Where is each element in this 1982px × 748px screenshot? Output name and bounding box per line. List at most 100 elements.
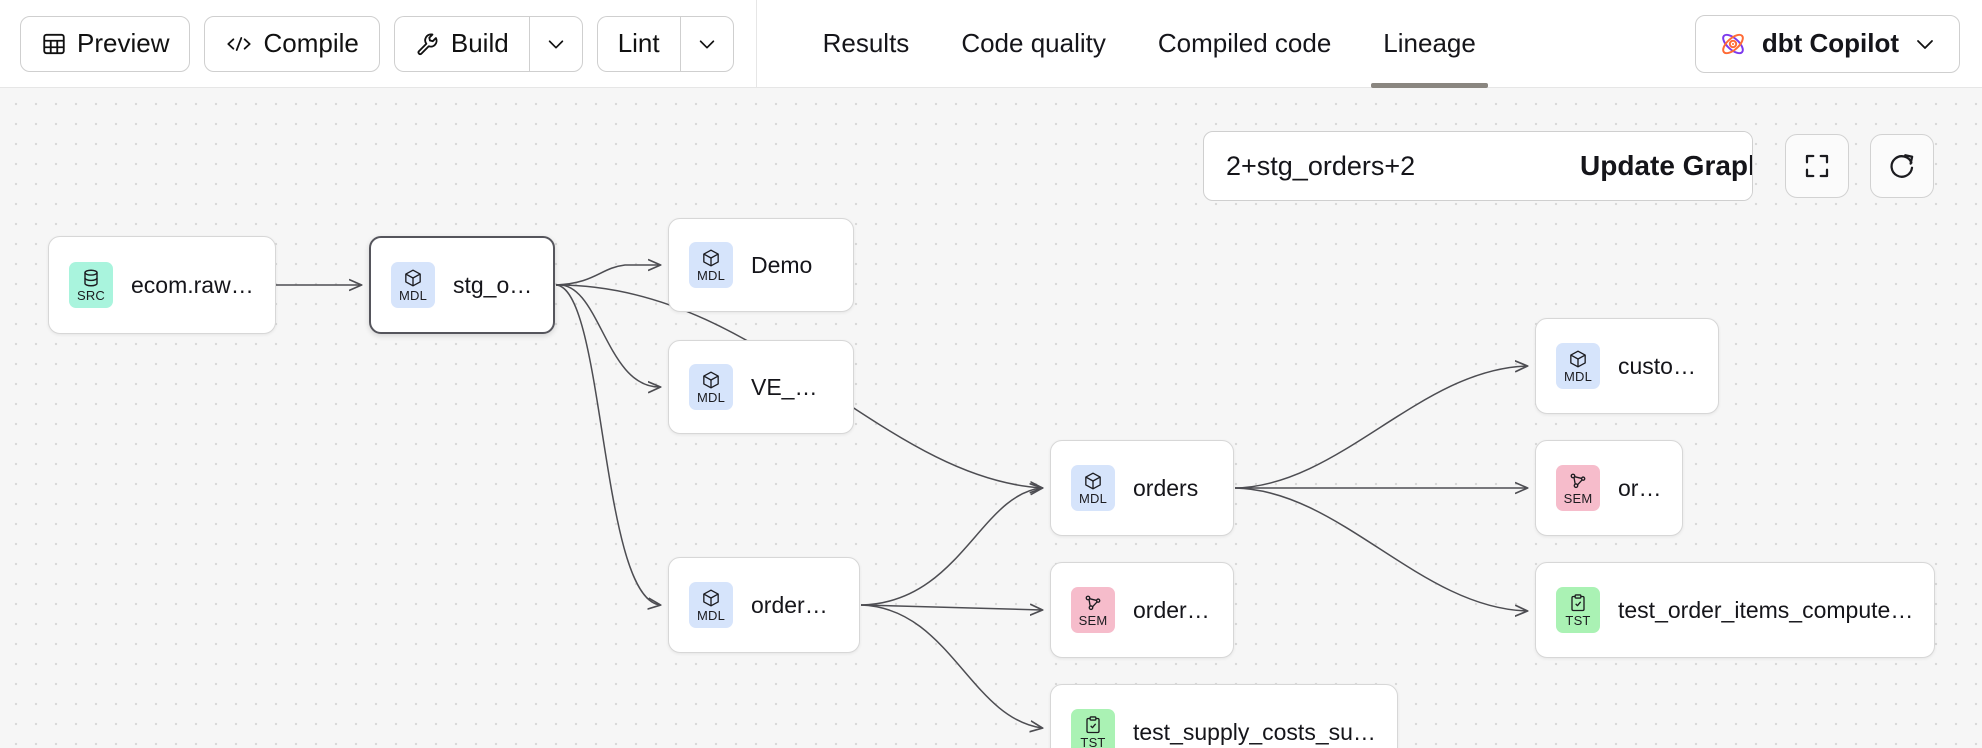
refresh-icon <box>1887 151 1917 181</box>
model-type-badge: MDL <box>1556 343 1600 389</box>
compile-label: Compile <box>263 28 359 58</box>
edge-order-items-to-orders <box>860 488 1042 606</box>
semantic-graph-icon <box>1568 471 1588 491</box>
edge-orders-to-test-order-items <box>1234 487 1527 611</box>
lineage-node-order-item-semantic[interactable]: SEM order_item <box>1050 562 1234 658</box>
model-type-badge: MDL <box>391 262 435 308</box>
fit-view-button[interactable] <box>1785 134 1849 198</box>
chevron-down-icon <box>545 33 567 55</box>
lineage-node-label: ecom.raw_orders <box>131 271 255 298</box>
tab-results[interactable]: Results <box>797 0 936 88</box>
update-graph-button[interactable]: Update Graph <box>1554 132 1752 200</box>
lineage-node-ecom-raw-orders[interactable]: SRC ecom.raw_orders <box>48 236 276 334</box>
lineage-node-label: orders <box>1618 474 1662 501</box>
edge-stg-orders-to-order-items <box>555 284 660 605</box>
edge-stg-orders-to-ve-demo <box>555 284 660 387</box>
tab-lineage[interactable]: Lineage <box>1357 0 1502 88</box>
model-type-label: MDL <box>1078 491 1108 506</box>
lineage-canvas[interactable]: SRC ecom.raw_orders MDL stg_orders <box>0 88 1982 748</box>
semantic-type-badge: SEM <box>1071 587 1115 633</box>
model-type-label: MDL <box>696 608 726 623</box>
toolbar-tabs-divider <box>755 0 757 88</box>
app-header: Preview Compile <box>0 0 1982 88</box>
source-type-label: SRC <box>76 288 106 303</box>
tab-results-label: Results <box>822 28 910 58</box>
edge-order-items-to-test-supply <box>860 604 1042 728</box>
lineage-node-label: Demo <box>751 251 813 278</box>
view-tabs: Results Code quality Compiled code Linea… <box>797 0 1502 88</box>
test-type-label: TST <box>1565 613 1591 628</box>
tab-compiled-code[interactable]: Compiled code <box>1132 0 1357 88</box>
lineage-node-stg-orders[interactable]: MDL stg_orders <box>369 236 555 334</box>
refresh-graph-button[interactable] <box>1870 134 1934 198</box>
graph-selector-group: Update Graph <box>1203 131 1753 201</box>
preview-button[interactable]: Preview <box>20 15 191 72</box>
lineage-node-orders-model[interactable]: MDL orders <box>1050 440 1234 536</box>
lineage-node-ve-demo[interactable]: MDL VE_Demo <box>668 340 854 434</box>
test-type-badge: TST <box>1556 587 1600 633</box>
chevron-down-icon <box>1913 32 1937 56</box>
tab-code-quality-label: Code quality <box>961 28 1106 58</box>
dbt-copilot-label: dbt Copilot <box>1761 28 1899 58</box>
cube-icon <box>701 370 721 390</box>
build-split-button: Build <box>393 15 583 72</box>
semantic-type-label: SEM <box>1078 613 1108 628</box>
lineage-node-test-order-items[interactable]: TST test_order_items_compute_to_bools_c… <box>1535 562 1935 658</box>
compile-button[interactable]: Compile <box>204 15 380 72</box>
model-type-badge: MDL <box>689 242 733 288</box>
lint-dropdown-toggle[interactable] <box>679 15 734 72</box>
lint-button[interactable]: Lint <box>596 15 680 72</box>
dbt-copilot-button[interactable]: dbt Copilot <box>1694 14 1960 73</box>
model-type-label: MDL <box>696 390 726 405</box>
clipboard-check-icon <box>1568 593 1588 613</box>
edge-order-items-to-order-item <box>860 605 1042 610</box>
model-type-label: MDL <box>696 268 726 283</box>
lint-split-button: Lint <box>596 15 734 72</box>
model-type-badge: MDL <box>1071 465 1115 511</box>
preview-label: Preview <box>77 28 170 58</box>
test-type-label: TST <box>1080 735 1106 748</box>
dbt-copilot-atom-icon <box>1718 29 1748 59</box>
lineage-node-order-items[interactable]: MDL order_items <box>668 557 860 653</box>
tab-lineage-label: Lineage <box>1383 28 1476 58</box>
lineage-node-label: test_order_items_compute_to_bools_c… <box>1618 596 1914 623</box>
lineage-node-orders-semantic[interactable]: SEM orders <box>1535 440 1683 536</box>
edge-orders-to-customers <box>1234 366 1527 489</box>
semantic-type-badge: SEM <box>1556 465 1600 511</box>
editor-toolbar: Preview Compile <box>0 0 734 88</box>
chevron-down-icon <box>696 33 718 55</box>
build-button[interactable]: Build <box>393 15 529 72</box>
lineage-node-label: VE_Demo <box>751 373 833 400</box>
source-type-badge: SRC <box>69 262 113 308</box>
lineage-node-customers[interactable]: MDL customers <box>1535 318 1719 414</box>
lineage-node-label: stg_orders <box>453 271 533 298</box>
lineage-node-demo[interactable]: MDL Demo <box>668 218 854 312</box>
code-brackets-icon <box>225 32 253 56</box>
lineage-node-label: customers <box>1618 352 1698 379</box>
test-type-badge: TST <box>1071 709 1115 748</box>
tab-compiled-code-label: Compiled code <box>1157 28 1332 58</box>
build-dropdown-toggle[interactable] <box>528 15 583 72</box>
cube-icon <box>1568 349 1588 369</box>
cube-icon <box>701 248 721 268</box>
node-selector-input[interactable] <box>1204 132 1554 200</box>
clipboard-check-icon <box>1083 715 1103 735</box>
wrench-icon <box>415 31 441 57</box>
model-type-badge: MDL <box>689 582 733 628</box>
semantic-type-label: SEM <box>1563 491 1593 506</box>
lineage-node-label: order_item <box>1133 596 1213 623</box>
lineage-node-test-supply-costs[interactable]: TST test_supply_costs_sum_correctly <box>1050 684 1398 748</box>
lineage-node-label: order_items <box>751 591 839 618</box>
lineage-node-label: orders <box>1133 474 1199 501</box>
cube-icon <box>701 588 721 608</box>
semantic-graph-icon <box>1083 593 1103 613</box>
build-label: Build <box>450 28 509 58</box>
lineage-node-label: test_supply_costs_sum_correctly <box>1133 718 1377 745</box>
tab-code-quality[interactable]: Code quality <box>935 0 1132 88</box>
model-type-badge: MDL <box>689 364 733 410</box>
cube-icon <box>403 268 423 288</box>
fullscreen-expand-icon <box>1802 151 1832 181</box>
lineage-edges <box>276 88 1982 748</box>
database-icon <box>81 268 101 288</box>
lint-label: Lint <box>617 28 660 58</box>
